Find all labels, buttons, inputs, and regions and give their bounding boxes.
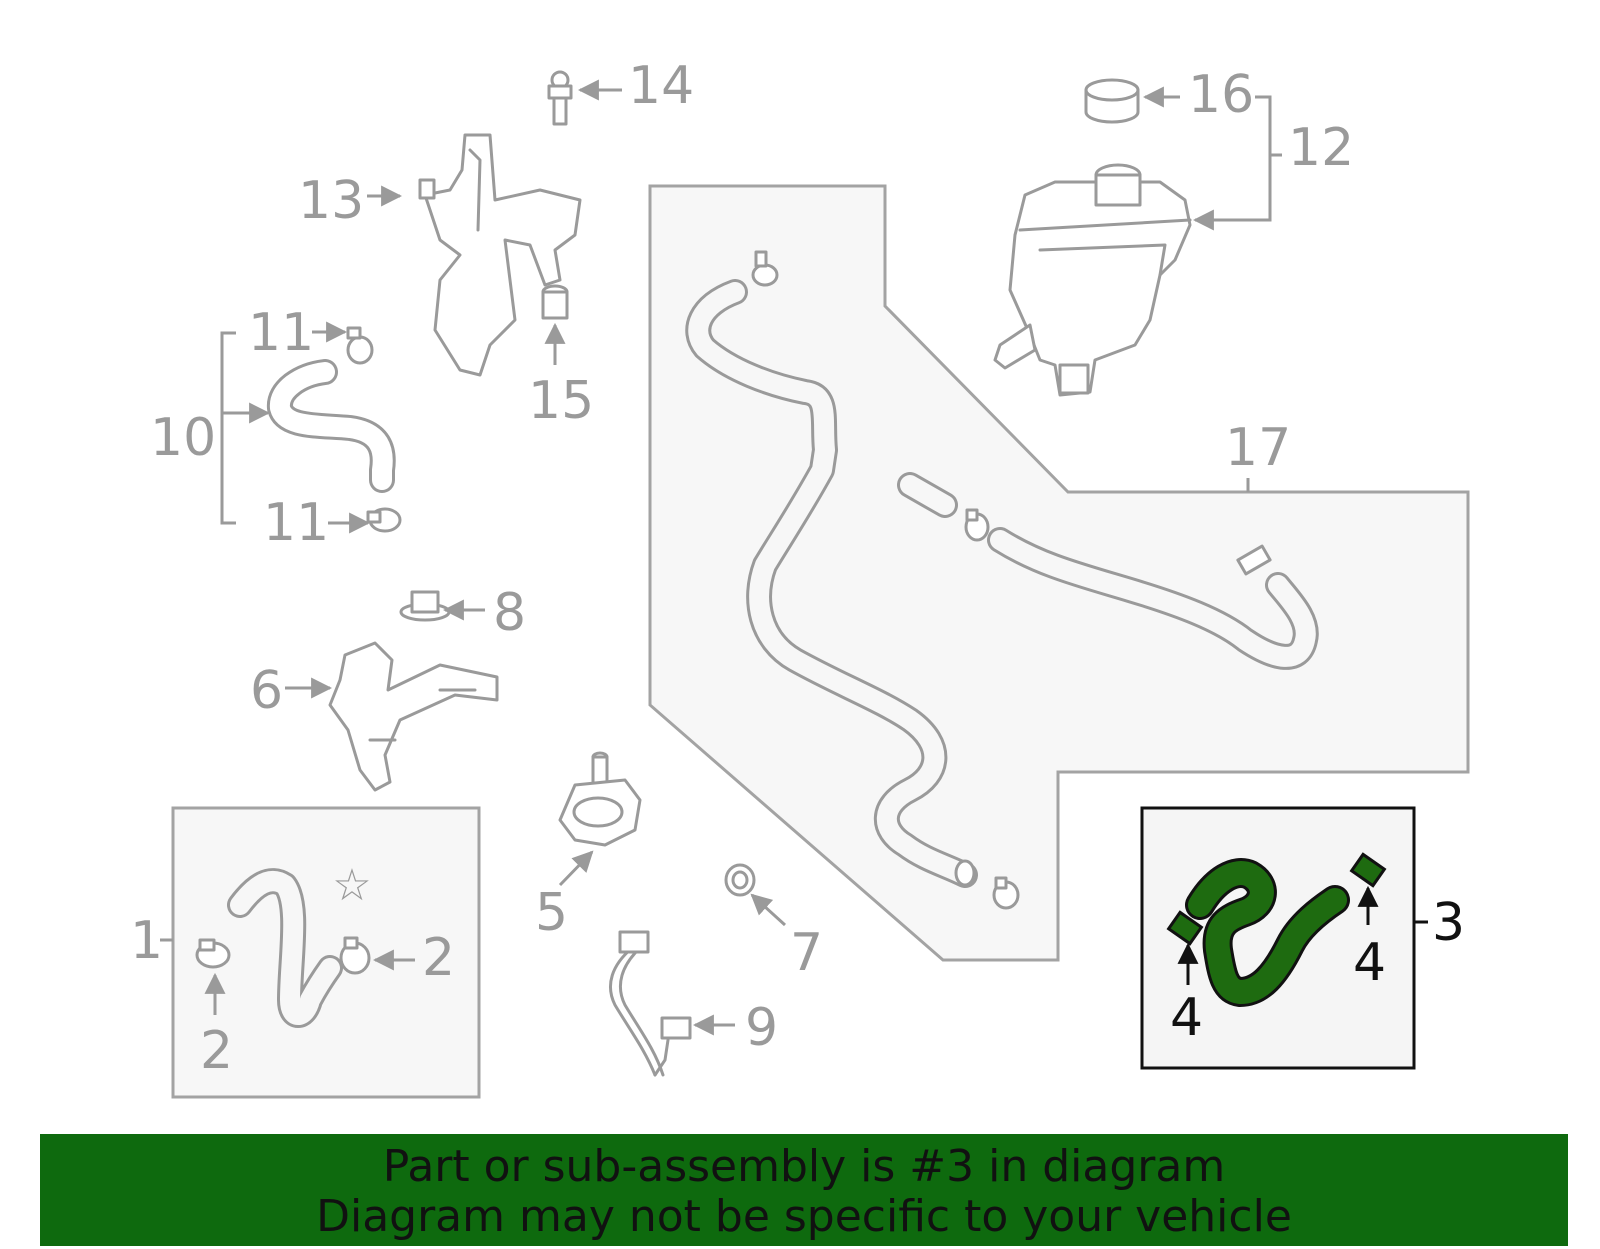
- callout-14: 14: [628, 56, 694, 116]
- water-pump-5: [558, 751, 642, 847]
- clamp-2-right: [339, 936, 371, 975]
- callout-8: 8: [493, 583, 526, 643]
- assembly-3-box: [1140, 806, 1416, 1070]
- clamp-4-left: [1166, 910, 1204, 946]
- hose-10: [267, 359, 396, 493]
- clamp-17-c: [992, 876, 1020, 910]
- connector-tube: [897, 472, 958, 518]
- clamp-17-a: [751, 250, 779, 287]
- assembly-1-box: ☆: [171, 806, 481, 1099]
- bolt-14: [547, 70, 573, 126]
- callout-5: 5: [535, 883, 568, 943]
- clamp-4-right: [1349, 852, 1387, 888]
- callout-10: 10: [150, 408, 216, 468]
- banner-line-1: Part or sub-assembly is #3 in diagram: [382, 1141, 1226, 1192]
- hose-1: [227, 868, 343, 1028]
- lower-hose: [987, 527, 1319, 670]
- callout-11-bottom: 11: [263, 493, 329, 553]
- callout-13: 13: [298, 171, 364, 231]
- star-icon: ☆: [332, 860, 371, 911]
- callout-4-right: 4: [1353, 933, 1386, 993]
- clamp-17-b: [964, 508, 990, 542]
- upper-radiator-hose: [685, 279, 978, 888]
- callout-16: 16: [1188, 65, 1254, 125]
- mounting-bracket-13: [418, 133, 582, 377]
- callout-12: 12: [1288, 118, 1354, 178]
- callout-15: 15: [528, 371, 594, 431]
- callout-9: 9: [745, 998, 778, 1058]
- heater-hose-3: [1185, 858, 1350, 1007]
- callout-17: 17: [1225, 418, 1291, 478]
- grommet-15: [541, 284, 569, 320]
- callout-2-right: 2: [422, 928, 455, 988]
- clamp-11-bottom: [366, 507, 402, 533]
- coolant-reservoir: [993, 163, 1192, 397]
- banner-line-2: Diagram may not be specific to your vehi…: [316, 1191, 1292, 1242]
- callout-2-left: 2: [200, 1021, 233, 1081]
- callout-4-left: 4: [1170, 988, 1203, 1048]
- callout-1: 1: [130, 911, 163, 971]
- nut-7: [724, 863, 756, 897]
- reservoir-cap: [1084, 78, 1140, 124]
- clamp-2-left: [195, 938, 231, 969]
- callout-11-top: 11: [248, 303, 314, 363]
- clamp-17-d: [1236, 544, 1272, 576]
- clip-8: [399, 590, 451, 622]
- info-banner: Part or sub-assembly is #3 in diagram Di…: [40, 1134, 1568, 1246]
- sensor-harness-9: [609, 930, 692, 1077]
- callout-6: 6: [250, 661, 283, 721]
- callout-7: 7: [790, 923, 823, 983]
- bracket-6: [328, 641, 499, 792]
- assembly-17-box: [648, 184, 1470, 962]
- clamp-11-top: [346, 326, 374, 365]
- callout-3: 3: [1432, 893, 1465, 953]
